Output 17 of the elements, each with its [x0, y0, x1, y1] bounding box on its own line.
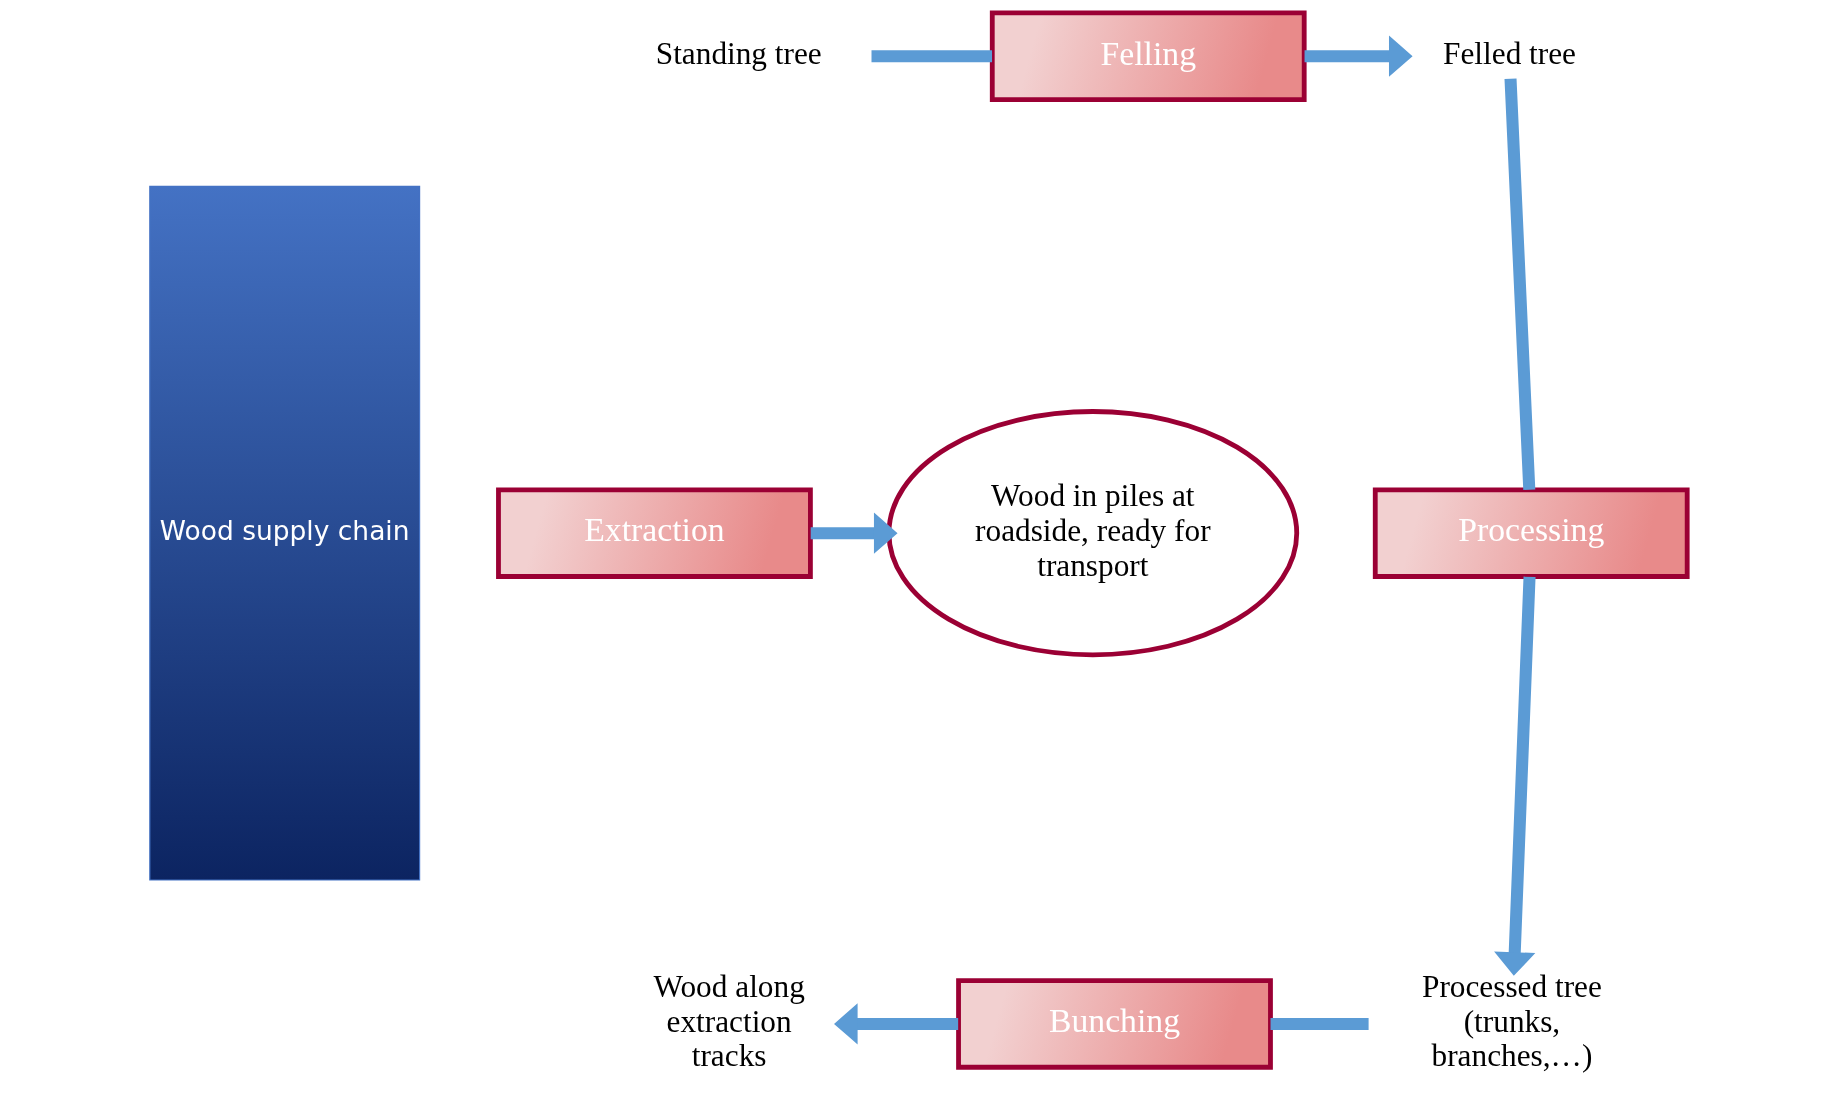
node-box: Bunching: [956, 978, 1273, 1070]
node-ellipse: Wood in piles at roadside, ready for transport: [886, 409, 1300, 658]
node-box: Processing: [1372, 487, 1690, 579]
node-text: Felled tree: [1443, 35, 1577, 71]
node-box: Extraction: [496, 487, 813, 579]
node-text: Standing tree: [655, 35, 822, 71]
arrow: [834, 1003, 959, 1045]
arrow: [1304, 35, 1413, 77]
connector: [1504, 78, 1536, 490]
node-text: Wood along extraction tracks: [653, 968, 805, 1074]
node-box: Wood supply chain: [149, 185, 421, 881]
arrow: [810, 512, 898, 554]
connector: [871, 50, 993, 63]
node-box: Felling: [989, 10, 1307, 102]
node-text: Processed tree (trunks, branches,…): [1422, 968, 1602, 1074]
connector: [1270, 1017, 1369, 1030]
arrow: [1494, 576, 1536, 976]
